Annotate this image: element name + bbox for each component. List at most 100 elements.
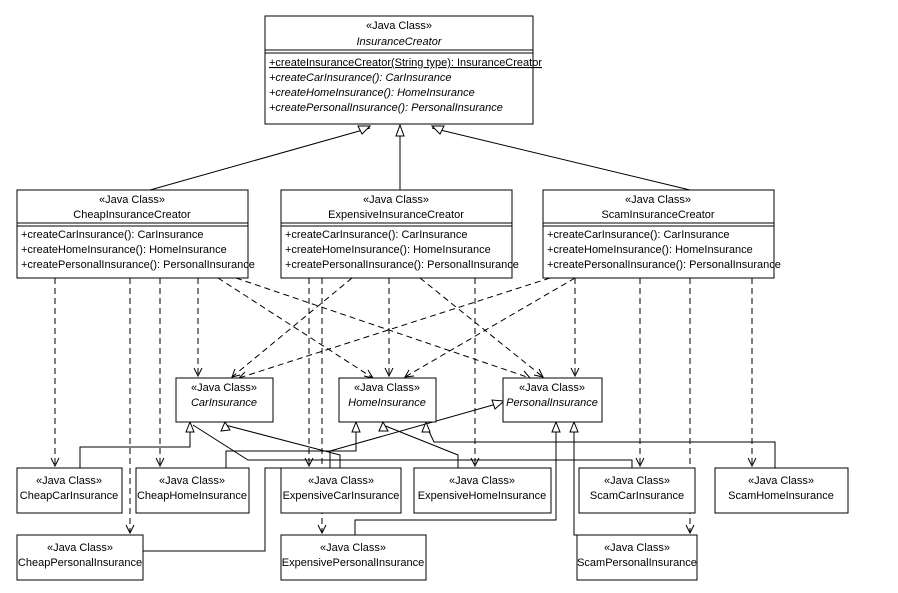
class-operation: +createPersonalInsurance(): PersonalInsu… — [269, 102, 503, 114]
class-stereotype: «Java Class» — [36, 475, 102, 487]
class-operation: +createHomeInsurance(): HomeInsurance — [547, 244, 753, 256]
dependency-arrowhead — [384, 367, 394, 378]
class-stereotype: «Java Class» — [604, 542, 670, 554]
class-name: ExpensivePersonalInsurance — [282, 557, 424, 569]
class-operation: +createPersonalInsurance(): PersonalInsu… — [285, 259, 519, 271]
class-scam-car-insurance[interactable]: «Java Class» ScamCarInsurance — [578, 467, 696, 514]
class-expensive-personal-insurance[interactable]: «Java Class» ExpensivePersonalInsurance — [280, 534, 427, 581]
class-cheap-car-insurance[interactable]: «Java Class» CheapCarInsurance — [16, 467, 123, 514]
class-operation: +createHomeInsurance(): HomeInsurance — [269, 87, 475, 99]
generalization-arrowheads — [185, 123, 579, 433]
generalization-cheap-home — [225, 425, 357, 468]
dependency-arrowhead — [155, 457, 165, 468]
class-scam-home-insurance[interactable]: «Java Class» ScamHomeInsurance — [714, 467, 849, 514]
class-stereotype: «Java Class» — [354, 382, 420, 394]
class-name: ExpensiveHomeInsurance — [418, 490, 546, 502]
dependency-arrowhead — [193, 367, 203, 378]
generalization-arrowhead — [491, 399, 506, 410]
dependency-scam-to-home — [404, 277, 576, 378]
class-name: ExpensiveInsuranceCreator — [328, 209, 464, 221]
generalization-scam-creator — [431, 127, 691, 191]
class-operation: +createPersonalInsurance(): PersonalInsu… — [547, 259, 781, 271]
generalization-expensive-personal — [354, 425, 557, 535]
generalization-arrowhead — [569, 420, 579, 433]
class-cheap-personal-insurance[interactable]: «Java Class» CheapPersonalInsurance — [16, 534, 144, 581]
generalization-arrowhead — [185, 420, 195, 433]
dependency-arrowhead — [317, 524, 327, 535]
class-stereotype: «Java Class» — [366, 20, 432, 32]
class-car-insurance[interactable]: «Java Class» CarInsurance — [175, 377, 274, 423]
class-expensive-car-insurance[interactable]: «Java Class» ExpensiveCarInsurance — [280, 467, 402, 514]
dependency-arrowhead — [50, 457, 60, 468]
class-operation: +createInsuranceCreator(String type): In… — [269, 57, 542, 69]
class-operation: +createCarInsurance(): CarInsurance — [285, 229, 468, 241]
dependency-scam-to-car — [238, 277, 551, 379]
class-name: CheapCarInsurance — [20, 490, 118, 502]
class-expensive-insurance-creator[interactable]: «Java Class» ExpensiveInsuranceCreator +… — [280, 189, 519, 279]
dependency-arrowhead — [635, 457, 645, 468]
dependency-expensive-to-personal — [419, 277, 544, 378]
class-operation: +createCarInsurance(): CarInsurance — [269, 72, 452, 84]
class-name: ScamInsuranceCreator — [601, 209, 714, 221]
class-operation: +createPersonalInsurance(): PersonalInsu… — [21, 259, 255, 271]
class-operation: +createHomeInsurance(): HomeInsurance — [285, 244, 491, 256]
class-name: ExpensiveCarInsurance — [283, 490, 400, 502]
class-name: ScamPersonalInsurance — [577, 557, 697, 569]
class-stereotype: «Java Class» — [449, 475, 515, 487]
class-name: ScamCarInsurance — [590, 490, 684, 502]
dependency-arrowhead — [570, 367, 580, 378]
generalization-arrowhead — [357, 125, 372, 135]
class-name: ScamHomeInsurance — [728, 490, 834, 502]
class-stereotype: «Java Class» — [519, 382, 585, 394]
generalization-arrowhead — [378, 420, 389, 432]
class-operation: +createCarInsurance(): CarInsurance — [21, 229, 204, 241]
generalization-arrowhead — [551, 420, 561, 433]
class-stereotype: «Java Class» — [47, 542, 113, 554]
generalization-expensive-home — [382, 424, 459, 468]
dependency-lines — [54, 277, 753, 533]
class-stereotype: «Java Class» — [99, 194, 165, 206]
class-stereotype: «Java Class» — [159, 475, 225, 487]
generalization-expensive-car — [224, 424, 341, 468]
generalization-scam-car — [192, 424, 633, 468]
class-stereotype: «Java Class» — [191, 382, 257, 394]
dependency-cheap-to-personal — [235, 277, 531, 379]
class-name: CheapPersonalInsurance — [18, 557, 142, 569]
dependency-arrowhead — [304, 457, 314, 468]
class-stereotype: «Java Class» — [748, 475, 814, 487]
generalization-cheap-creator — [149, 127, 371, 191]
class-name: InsuranceCreator — [357, 36, 443, 48]
class-operation: +createHomeInsurance(): HomeInsurance — [21, 244, 227, 256]
class-stereotype: «Java Class» — [604, 475, 670, 487]
class-name: CheapHomeInsurance — [137, 490, 247, 502]
dependency-arrowhead — [533, 368, 544, 378]
class-operation: +createCarInsurance(): CarInsurance — [547, 229, 730, 241]
dependency-expensive-to-car — [231, 277, 353, 378]
class-home-insurance[interactable]: «Java Class» HomeInsurance — [338, 377, 437, 423]
generalization-scam-home — [425, 424, 776, 468]
class-scam-personal-insurance[interactable]: «Java Class» ScamPersonalInsurance — [576, 534, 698, 581]
class-expensive-home-insurance[interactable]: «Java Class» ExpensiveHomeInsurance — [413, 467, 552, 514]
dependency-arrowhead — [231, 368, 241, 378]
generalization-arrowhead — [395, 123, 405, 137]
class-insurance-creator[interactable]: «Java Class» InsuranceCreator +createIns… — [264, 15, 542, 125]
generalization-arrowhead — [351, 420, 361, 433]
class-stereotype: «Java Class» — [320, 542, 386, 554]
class-stereotype: «Java Class» — [363, 194, 429, 206]
class-name: CarInsurance — [191, 397, 257, 409]
generalization-arrowhead — [220, 420, 231, 432]
dependency-arrowhead — [404, 369, 415, 378]
class-name: CheapInsuranceCreator — [73, 209, 191, 221]
dependency-cheap-to-home — [217, 277, 374, 379]
dependency-arrowhead — [747, 457, 757, 468]
dependency-arrowhead — [470, 457, 480, 468]
class-scam-insurance-creator[interactable]: «Java Class» ScamInsuranceCreator +creat… — [542, 189, 781, 279]
class-name: HomeInsurance — [348, 397, 426, 409]
class-personal-insurance[interactable]: «Java Class» PersonalInsurance — [502, 377, 603, 423]
generalization-arrowhead — [421, 420, 431, 433]
class-cheap-home-insurance[interactable]: «Java Class» CheapHomeInsurance — [135, 467, 250, 514]
class-cheap-insurance-creator[interactable]: «Java Class» CheapInsuranceCreator +crea… — [16, 189, 255, 279]
dependency-arrowhead — [125, 524, 135, 535]
dependency-arrowhead — [685, 524, 695, 535]
